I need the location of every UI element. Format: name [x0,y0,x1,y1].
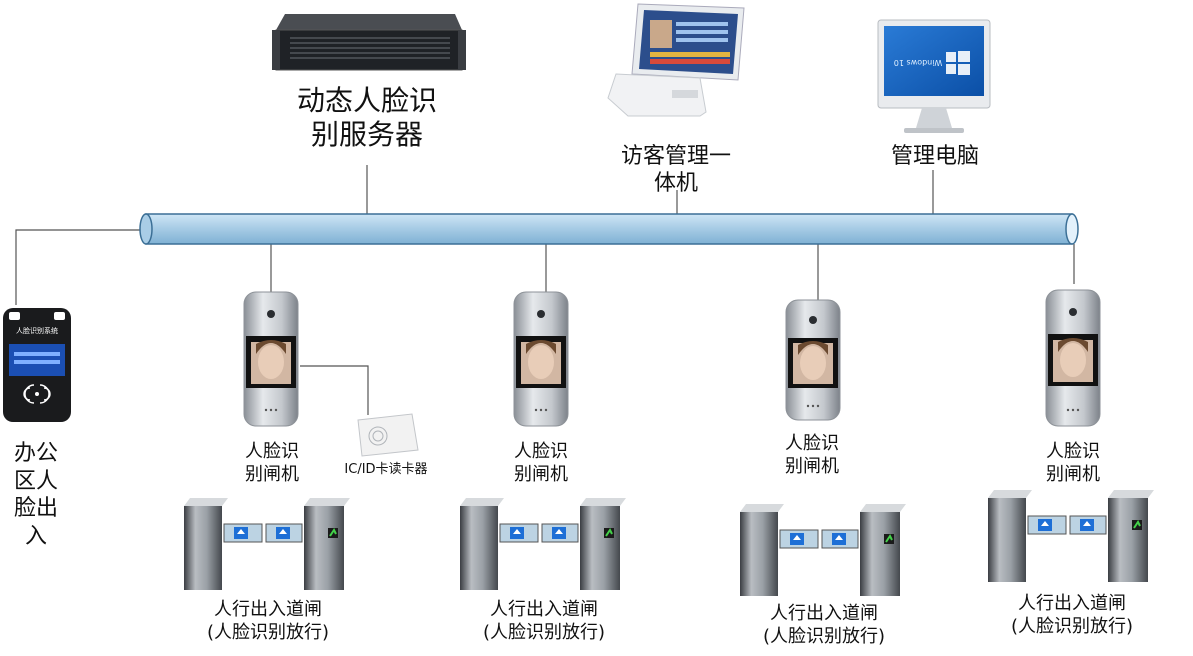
terminal-label-2: 人脸识 别闸机 [481,440,601,487]
terminal-label-3-line1: 人脸识 [785,433,839,454]
terminal-label-1-line1: 人脸识 [245,441,299,462]
office-label: 办公区人脸出入 [13,441,58,549]
gate-label-3-line2: (人脸识别放行) [762,626,886,648]
terminal-device-4 [1045,289,1101,427]
gate-label-1-line1: 人行出入道闸 [214,599,322,620]
server-label-line2: 别服务器 [310,118,423,152]
terminal-label-3: 人脸识 别闸机 [752,432,872,479]
gate-label-1: 人行出入道闸 (人脸识别放行) [168,598,368,645]
terminal-label-1-line2: 别闸机 [245,464,299,486]
card-reader-device [357,413,419,457]
office-access-device: 人脸识别系统 [3,308,71,422]
office-screen-title: 人脸识别系统 [16,326,58,335]
kiosk-device [607,3,745,117]
pc-screen-text: Windows 10 [894,58,942,67]
office-link [15,229,146,305]
gate-label-1-line2: (人脸识别放行) [206,622,330,644]
terminal-device-2 [513,291,569,427]
terminal-label-1: 人脸识 别闸机 [212,440,332,487]
gate-label-2-line2: (人脸识别放行) [482,622,606,644]
server-label-line1: 动态人脸识 [296,84,437,117]
gate-device-1 [184,498,350,590]
gate-label-2-line1: 人行出入道闸 [490,599,598,620]
pc-label: 管理电脑 [890,144,979,169]
terminal-label-2-line1: 人脸识 [514,441,568,462]
gate-label-4: 人行出入道闸 (人脸识别放行) [972,592,1172,639]
gate-label-2: 人行出入道闸 (人脸识别放行) [444,598,644,645]
kiosk-label-line2: 体机 [653,170,698,196]
kiosk-label-line1: 访客管理一 [620,144,731,169]
card-reader-link [300,365,369,415]
network-bus [139,213,1079,245]
terminal-label-3-line2: 别闸机 [785,456,839,478]
terminal-label-4: 人脸识 别闸机 [1013,440,1133,487]
gate-label-3-line1: 人行出入道闸 [770,603,878,624]
pc-device: Windows 10 [877,19,991,133]
gate-device-2 [460,498,626,590]
terminal-device-1 [243,291,299,427]
terminal-label-4-line1: 人脸识 [1046,441,1100,462]
card-reader-label: IC/ID卡读卡器 [344,462,428,477]
gate-label-4-line2: (人脸识别放行) [1010,616,1134,638]
kiosk-label: 访客管理一 体机 [596,144,756,198]
connection-lines [15,165,1075,415]
gate-label-4-line1: 人行出入道闸 [1018,593,1126,614]
terminal-label-2-line2: 别闸机 [514,464,568,486]
gate-device-3 [740,504,906,596]
terminal-device-3 [785,299,841,421]
terminal-label-4-line2: 别闸机 [1046,464,1100,486]
server-label: 动态人脸识 别服务器 [272,84,462,152]
gate-device-4 [988,490,1154,582]
gate-label-3: 人行出入道闸 (人脸识别放行) [724,602,924,649]
server-device [272,14,466,71]
